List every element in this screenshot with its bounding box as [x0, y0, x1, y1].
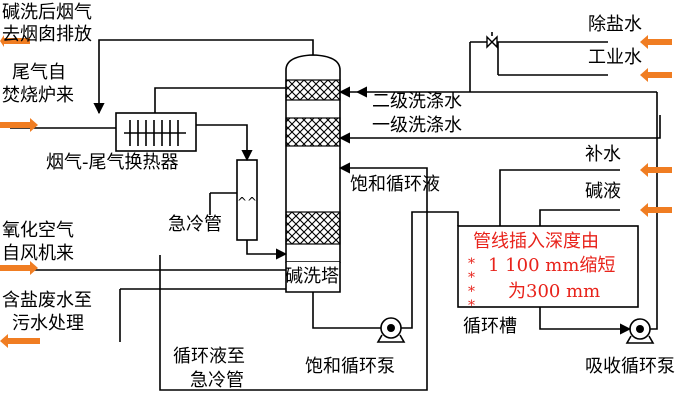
process-lines: [10, 39, 661, 391]
exhaust-out-label-2: 去烟囱排放: [2, 24, 92, 45]
insertion-point-markers: * * * *: [468, 256, 475, 314]
circulation-tank-label: 循环槽: [463, 316, 517, 337]
oxidation-air-label: 氧化空气: [2, 220, 74, 241]
valve-icon: [486, 32, 498, 49]
absorption-pump-icon: [625, 318, 655, 344]
flow-arrows: [0, 35, 672, 348]
lye-arrow-icon: [640, 203, 672, 217]
brine-label-2: 污水处理: [12, 313, 84, 334]
packing-bed-middle: [285, 117, 341, 147]
industrial-water-arrow-icon: [640, 68, 672, 82]
quench-tube: ^^: [236, 159, 258, 241]
note-line-2: 1 100 mm缩短: [488, 255, 615, 276]
absorption-pump-label: 吸收循环泵: [585, 356, 675, 377]
quench-tube-label: 急冷管: [168, 214, 222, 235]
circulation-tank: [457, 225, 639, 308]
scrubber-tower-label: 碱洗塔: [285, 266, 339, 287]
industrial-water-label: 工业水: [588, 47, 642, 68]
oxidation-air-label-2: 自风机来: [2, 243, 74, 264]
saturation-pump-label: 饱和循环泵: [305, 356, 395, 377]
svg-text:*: *: [468, 270, 475, 286]
tail-gas-label: 尾气自: [12, 62, 66, 83]
note-line-1: 管线插入深度由: [473, 231, 599, 252]
tail-gas-in-arrow-icon: [0, 118, 38, 132]
brine-label: 含盐废水至: [2, 290, 92, 311]
first-stage-wash-label: 一级洗涤水: [372, 115, 462, 136]
packing-bed-top: [285, 79, 341, 101]
makeup-water-arrow-icon: [640, 163, 672, 177]
saturation-pump-icon: [376, 317, 406, 343]
exhaust-out-arrow-icon: [0, 35, 30, 47]
note-line-3: 为300 mm: [508, 281, 600, 302]
heat-exchanger-label: 烟气-尾气换热器: [46, 152, 179, 173]
makeup-water-label: 补水: [585, 144, 621, 165]
demin-water-arrow-icon: [640, 35, 672, 49]
svg-text:^^: ^^: [237, 195, 257, 209]
second-stage-wash-label: 二级洗涤水: [372, 91, 462, 112]
svg-text:*: *: [468, 256, 475, 272]
svg-text:*: *: [468, 298, 475, 314]
oxidation-air-in-arrow-icon: [0, 261, 38, 275]
demin-water-label: 除盐水: [588, 14, 642, 35]
lye-label: 碱液: [585, 181, 621, 202]
labels: 碱洗后烟气 去烟囱排放 尾气自 焚烧炉来 烟气-尾气换热器 急冷管 氧化空气 自…: [2, 2, 675, 391]
svg-text:*: *: [468, 284, 475, 300]
brine-out-arrow-icon: [0, 334, 40, 348]
tail-gas-label-2: 焚烧炉来: [2, 85, 74, 106]
packing-bed-bottom: [285, 211, 341, 245]
heat-exchanger: [115, 112, 197, 152]
recycle-label: 循环液至: [173, 346, 245, 367]
exhaust-out-label: 碱洗后烟气: [2, 2, 92, 23]
recycle-label-2: 急冷管: [190, 370, 244, 391]
saturated-liquid-label: 饱和循环液: [350, 174, 440, 195]
scrubber-tower: [285, 54, 341, 293]
